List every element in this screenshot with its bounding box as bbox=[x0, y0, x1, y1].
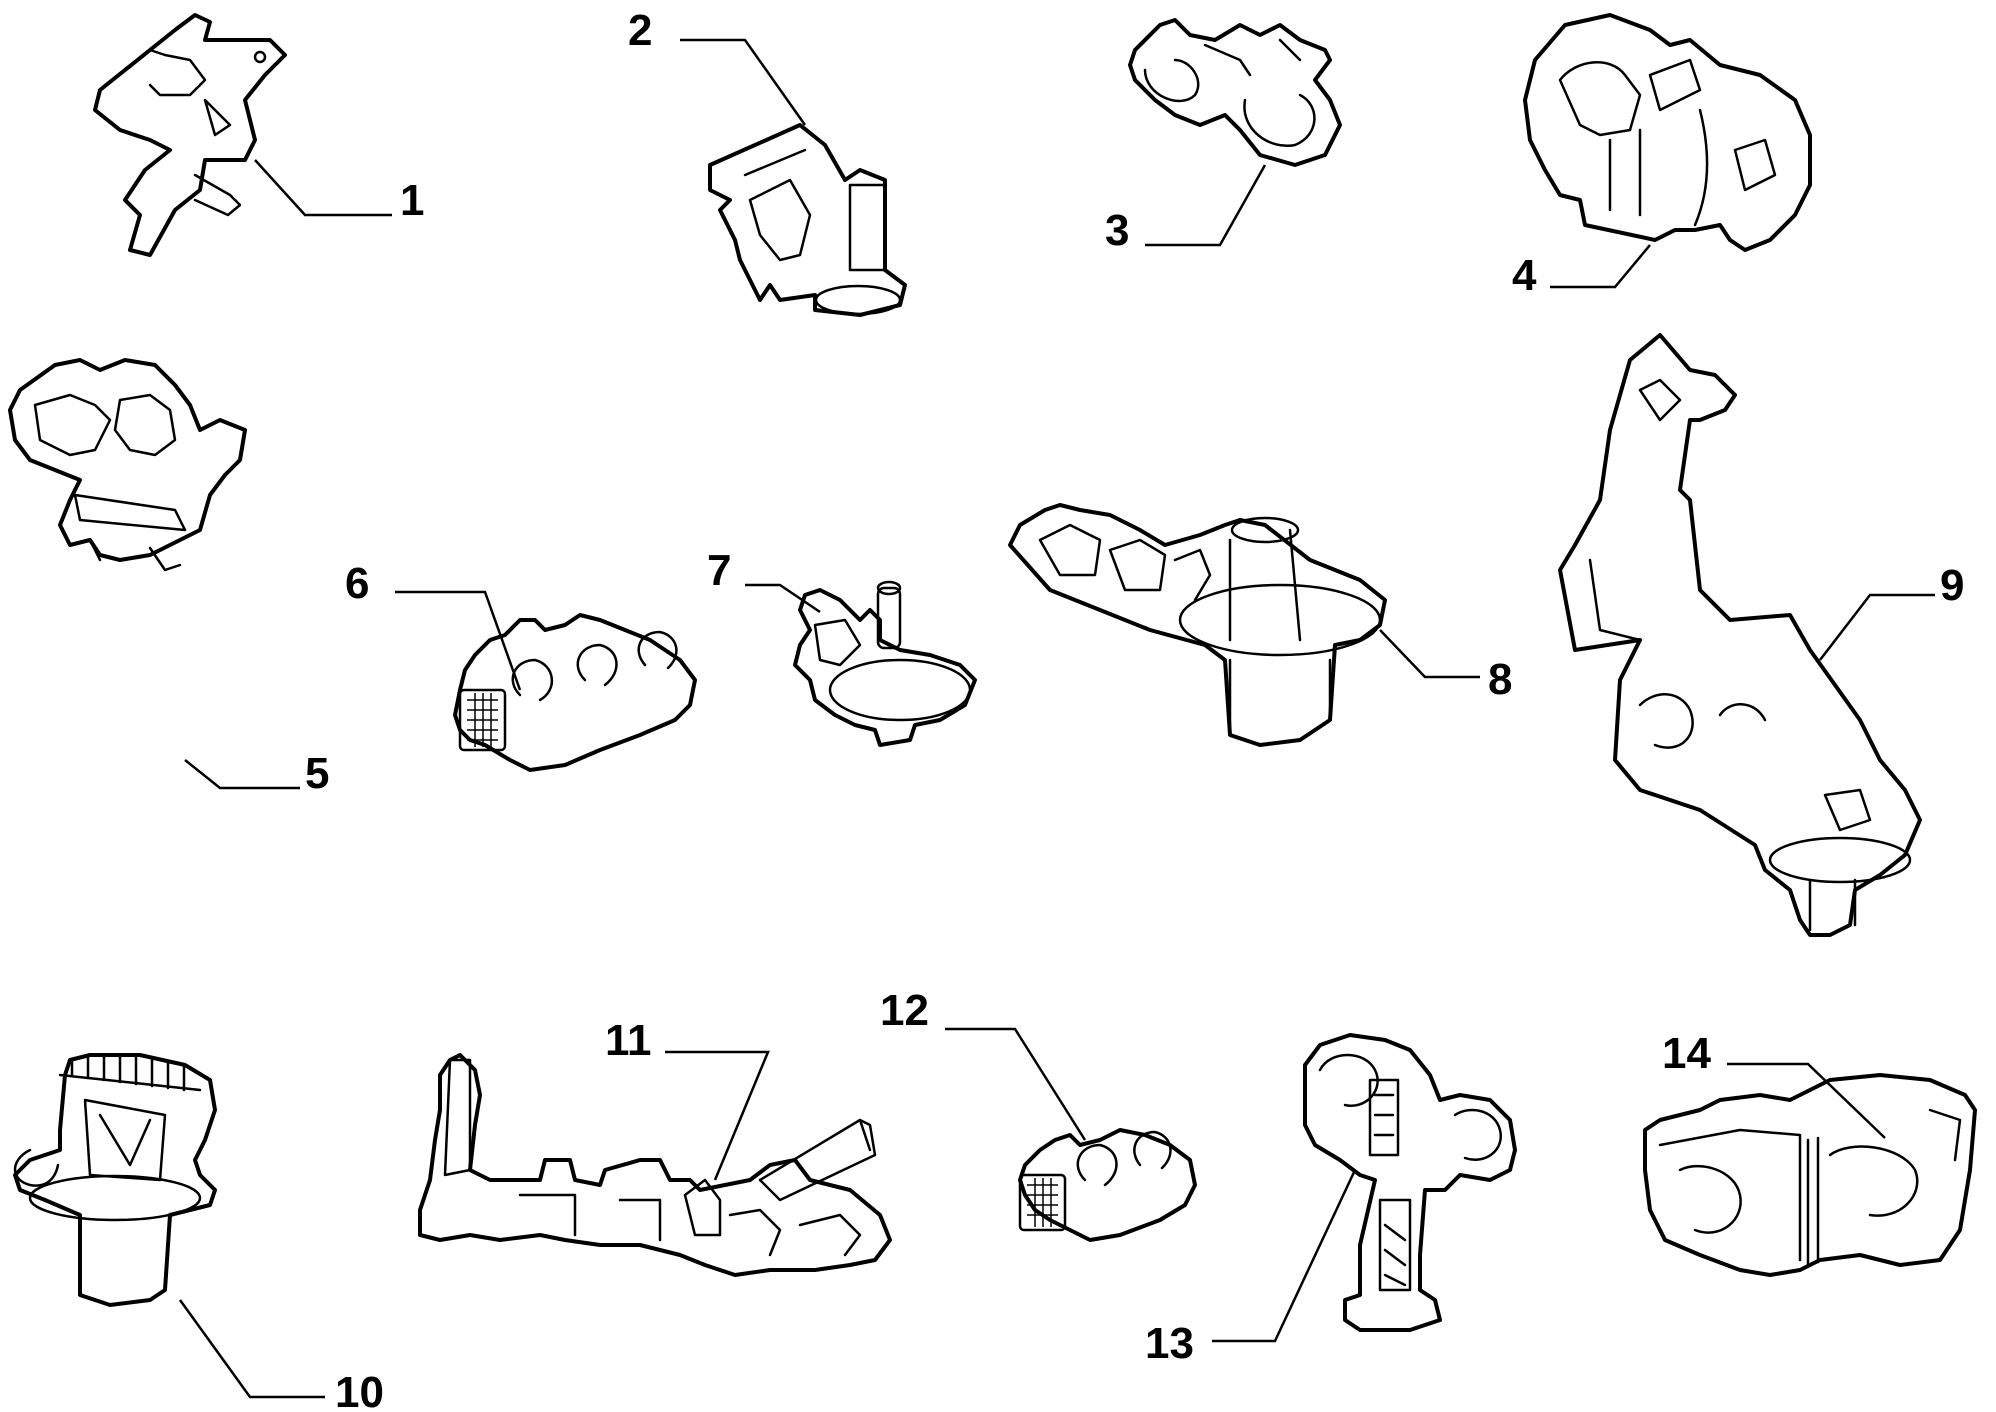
callout-1: 1 bbox=[400, 176, 424, 225]
part-9-long-bracket bbox=[1558, 333, 1922, 937]
leader-11 bbox=[665, 1050, 770, 1181]
leader-5 bbox=[184, 759, 300, 790]
callout-7: 7 bbox=[707, 546, 731, 595]
leader-7 bbox=[745, 583, 821, 614]
callout-14: 14 bbox=[1662, 1029, 1711, 1078]
leader-9 bbox=[1819, 593, 1935, 661]
callout-4: 4 bbox=[1512, 251, 1537, 300]
part-1-metal-bracket bbox=[93, 13, 287, 257]
callout-5: 5 bbox=[305, 749, 329, 798]
leader-3 bbox=[1145, 164, 1267, 247]
callout-10: 10 bbox=[335, 1368, 384, 1412]
leader-8 bbox=[1379, 629, 1480, 679]
leader-2 bbox=[680, 38, 807, 126]
callout-3: 3 bbox=[1105, 206, 1129, 255]
part-10-flanged-clip bbox=[13, 1053, 217, 1307]
leader-lines bbox=[178, 38, 1935, 1399]
part-7-small-stud-clip bbox=[793, 580, 977, 747]
callout-8: 8 bbox=[1488, 655, 1512, 704]
part-4-block-clip bbox=[1523, 13, 1812, 252]
part-11-harness-bracket bbox=[418, 1053, 892, 1277]
part-12-double-clip bbox=[1018, 1128, 1197, 1242]
callout-9: 9 bbox=[1940, 561, 1964, 610]
callout-12: 12 bbox=[880, 986, 929, 1035]
part-8-multi-clip-stud bbox=[1008, 503, 1387, 747]
part-6-triple-clip bbox=[453, 613, 697, 772]
callout-6: 6 bbox=[345, 559, 369, 608]
leader-6 bbox=[395, 590, 522, 691]
callout-11: 11 bbox=[605, 1016, 652, 1065]
part-5-cradle-clip bbox=[8, 358, 247, 572]
leader-14 bbox=[1727, 1062, 1886, 1139]
leader-13 bbox=[1212, 1169, 1357, 1343]
part-13-t-clip-post bbox=[1303, 1033, 1517, 1332]
callout-labels: 1 2 3 4 5 6 7 8 9 10 11 12 13 14 bbox=[305, 6, 1964, 1412]
leader-1 bbox=[254, 159, 392, 217]
leader-4 bbox=[1550, 244, 1651, 289]
leader-12 bbox=[945, 1027, 1087, 1141]
part-2-stud-clip bbox=[708, 123, 907, 317]
callout-13: 13 bbox=[1145, 1319, 1194, 1368]
part-3-double-clip bbox=[1128, 18, 1342, 167]
callout-2: 2 bbox=[628, 6, 652, 55]
leader-10 bbox=[178, 1299, 325, 1399]
part-14-wide-clip bbox=[1643, 1073, 1977, 1277]
